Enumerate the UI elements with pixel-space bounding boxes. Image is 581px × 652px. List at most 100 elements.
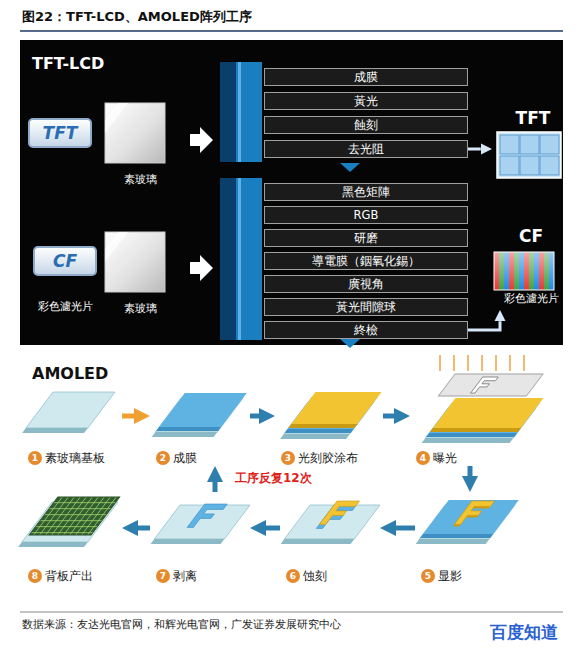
light-rays	[453, 355, 455, 371]
film-substrate	[152, 432, 218, 437]
callout-number: 3	[281, 451, 295, 465]
exposed-substrate	[426, 433, 517, 437]
flow-arrow	[396, 526, 415, 531]
exposed-substrate	[433, 398, 544, 428]
box-text: 曝光	[433, 450, 457, 466]
flow-arrow	[468, 148, 481, 151]
resist-substrate	[285, 429, 354, 433]
process-bar	[236, 178, 262, 340]
glass-substrate	[22, 392, 115, 433]
process-step: 黃光間隙球	[264, 298, 468, 316]
icon-badge: CF 彩色濾光片	[20, 246, 110, 314]
output-item: TFT	[492, 108, 574, 180]
process-bar	[238, 62, 241, 162]
light-rays	[509, 355, 511, 371]
box-text: 成膜	[269, 70, 463, 84]
glass-image	[105, 103, 165, 163]
developed-substrate	[423, 500, 519, 534]
glass-substrate	[26, 392, 115, 428]
feed-arrow	[190, 255, 213, 281]
box-text: 剥离	[173, 568, 197, 584]
photo-mask	[438, 374, 543, 396]
box-text: 蚀刻	[303, 568, 327, 584]
developed-substrate	[420, 534, 493, 538]
etched-substrate	[319, 501, 359, 524]
flow-arrow	[138, 526, 150, 531]
glass-image	[105, 103, 128, 133]
section-panel: TFT-LCDTFT素玻璃成膜黃光蝕刻去光阻TFTCF彩色濾光片素玻璃黑色矩陣R…	[20, 40, 563, 345]
etched-substrate	[281, 501, 383, 544]
amoled-step: 3光刻胶涂布	[275, 385, 383, 466]
film-substrate	[152, 393, 247, 437]
amoled-step: 1素玻璃基板	[22, 385, 122, 466]
flow-arrow	[250, 414, 259, 419]
flow-arrow	[468, 321, 500, 330]
output-item: CF彩色濾光片	[488, 226, 574, 310]
box-text: 導電膜（銦氧化錫）	[269, 254, 463, 268]
developed-substrate	[416, 539, 490, 544]
process-bar	[220, 62, 262, 162]
developed-substrate	[416, 500, 519, 544]
box-text: 黃光	[269, 94, 463, 108]
amoled-step: 5显影	[415, 492, 525, 584]
item-caption: 素玻璃	[100, 173, 180, 187]
resist-substrate	[291, 392, 381, 424]
flow-arrow	[266, 526, 280, 531]
exposed-substrate	[422, 438, 514, 443]
item-caption: 彩色濾光片	[488, 292, 574, 306]
stripped-substrate	[151, 539, 225, 544]
glass-image	[105, 103, 165, 292]
tft-array-image	[500, 156, 519, 175]
process-step: RGB	[264, 206, 468, 224]
title-box: 图22：TFT-LCD、AMOLED阵列工序	[22, 9, 252, 25]
flow-arrow	[383, 414, 394, 419]
icon-badge: TFT	[20, 118, 100, 148]
tft-array-image	[520, 156, 539, 175]
callout-number: 4	[416, 451, 430, 465]
process-bar	[340, 339, 360, 348]
film-substrate	[156, 427, 221, 431]
backplane	[18, 542, 88, 547]
process-bar	[236, 62, 262, 162]
resist-substrate	[288, 424, 357, 428]
developed-substrate	[454, 501, 494, 524]
box-text: RGB	[269, 208, 463, 222]
glass-image	[105, 232, 128, 262]
flow-arrow	[122, 414, 134, 419]
etched-substrate	[281, 539, 355, 544]
box-text: CF	[33, 246, 97, 276]
film-substrate	[159, 393, 247, 427]
glass-substrate	[22, 428, 88, 433]
process-step: 成膜	[264, 68, 468, 86]
exposed-substrate	[430, 428, 521, 432]
item-caption: 彩色濾光片	[20, 300, 110, 314]
light-rays	[440, 355, 524, 371]
flow-arrow	[468, 466, 473, 476]
box-text: 黑色矩陣	[269, 185, 463, 199]
dark-panel	[20, 40, 563, 345]
callout-number: 6	[286, 569, 300, 583]
process-step: 黃光	[264, 92, 468, 110]
tft-array-image	[497, 132, 561, 178]
label-box: 百度知道	[490, 622, 558, 642]
process-step: 蝕刻	[264, 116, 468, 134]
light-rays	[439, 355, 441, 371]
process-step: 導電膜（銦氧化錫）	[264, 252, 468, 270]
chart-title: 图22：TFT-LCD、AMOLED阵列工序	[22, 9, 252, 25]
box-text: 显影	[438, 568, 462, 584]
stripped-substrate	[154, 505, 250, 539]
box-text: 蝕刻	[269, 118, 463, 132]
item-caption: 素玻璃	[100, 302, 180, 316]
photo-mask	[438, 374, 543, 396]
caption-box: 数据来源：友达光电官网，和辉光电官网，广发证券发展研究中心	[22, 618, 341, 632]
box-text: 廣視角	[269, 277, 463, 291]
process-step: 去光阻	[264, 140, 468, 158]
stripped-substrate	[187, 504, 227, 527]
callout-number: 8	[28, 569, 42, 583]
light-rays	[481, 355, 483, 371]
tft-array-image	[540, 156, 559, 175]
tft-array-image	[500, 135, 519, 154]
box-text: 成膜	[173, 450, 197, 466]
feed-arrow	[190, 127, 213, 281]
light-rays	[523, 355, 525, 371]
